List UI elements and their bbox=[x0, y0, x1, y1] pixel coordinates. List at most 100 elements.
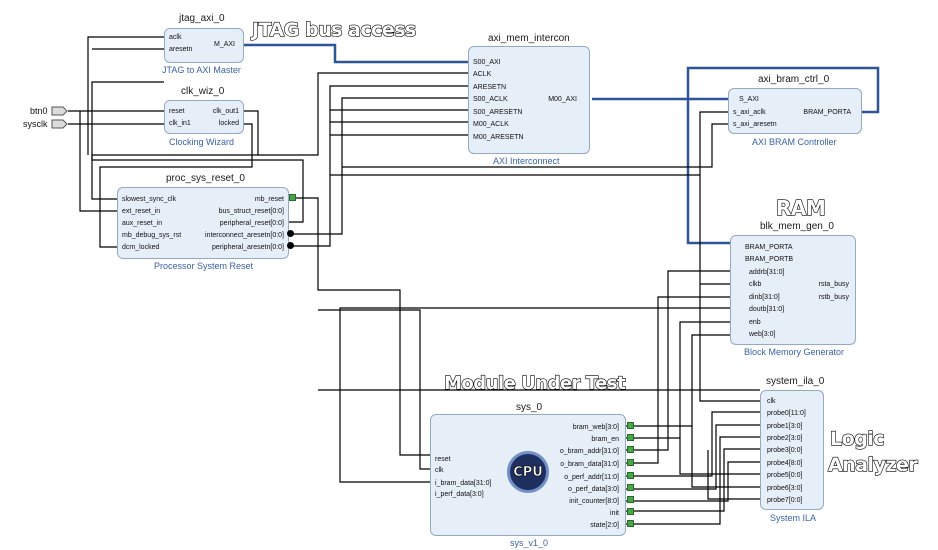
intercon-port-s00-aclk[interactable]: S00_ACLK bbox=[473, 96, 508, 103]
bram-ctrl-port-s-axi-aclk[interactable]: s_axi_aclk bbox=[733, 109, 766, 116]
sys-port-state[interactable]: state[2:0] bbox=[590, 522, 619, 529]
axi-mem-intercon-title: axi_mem_intercon bbox=[488, 33, 570, 44]
output-marker-icon bbox=[627, 496, 634, 503]
sys-port-i-bram-data[interactable]: i_bram_data[31:0] bbox=[435, 480, 492, 487]
intercon-port-m00-axi[interactable]: M00_AXI bbox=[548, 96, 577, 103]
ila-port-probe6[interactable]: probe6[3:0] bbox=[767, 485, 803, 492]
wire-probe6 bbox=[691, 426, 760, 488]
intercon-port-aclk[interactable]: ACLK bbox=[473, 71, 492, 78]
psr-port-interconnect-aresetn[interactable]: interconnect_aresetn[0:0] bbox=[205, 232, 284, 239]
output-marker-icon bbox=[627, 508, 634, 515]
sys-port-o-perf-data[interactable]: o_perf_data[3:0] bbox=[568, 486, 619, 493]
axi-mem-intercon-block[interactable]: S00_AXI ACLK ARESETN S00_ACLK S00_ARESET… bbox=[468, 46, 590, 154]
blk-mem-port-clkb[interactable]: clkb bbox=[749, 281, 762, 288]
jtag-axi-title: jtag_axi_0 bbox=[179, 13, 225, 24]
wire-clk-out1-intercon bbox=[258, 72, 468, 156]
axi-mem-intercon-subtitle: AXI Interconnect bbox=[493, 156, 560, 166]
intercon-port-aresetn[interactable]: ARESETN bbox=[473, 84, 507, 91]
wire-clk-out1-jtag bbox=[87, 36, 164, 155]
axi-bram-ctrl-title: axi_bram_ctrl_0 bbox=[758, 74, 830, 85]
sys-port-o-perf-addr[interactable]: o_perf_addr[11:0] bbox=[564, 474, 619, 481]
ext-port-sysclk[interactable]: sysclk bbox=[23, 119, 48, 129]
psr-port-aux-reset-in[interactable]: aux_reset_in bbox=[122, 220, 163, 227]
blk-mem-gen-block[interactable]: BRAM_PORTA BRAM_PORTB addrb[31:0] clkb d… bbox=[730, 235, 856, 345]
clk-wiz-port-clk-in1[interactable]: clk_in1 bbox=[169, 120, 191, 127]
axi-bram-ctrl-block[interactable]: S_AXI s_axi_aclk s_axi_aresetn BRAM_PORT… bbox=[728, 88, 862, 134]
jtag-axi-port-aclk[interactable]: aclk bbox=[169, 34, 182, 41]
psr-port-dcm-locked[interactable]: dcm_locked bbox=[122, 244, 160, 251]
psr-port-bus-struct-reset[interactable]: bus_struct_reset[0:0] bbox=[218, 208, 284, 215]
psr-port-mb-reset[interactable]: mb_reset bbox=[254, 196, 284, 203]
blk-mem-gen-subtitle: Block Memory Generator bbox=[744, 347, 845, 357]
sys-port-bram-web[interactable]: bram_web[3:0] bbox=[572, 424, 619, 431]
bram-ctrl-port-s-axi[interactable]: S_AXI bbox=[739, 96, 759, 103]
ila-port-probe3[interactable]: probe3[0:0] bbox=[767, 447, 803, 454]
ila-port-probe2[interactable]: probe2[3:0] bbox=[767, 435, 803, 442]
sys-port-clk[interactable]: clk bbox=[435, 467, 444, 474]
sys-port-init-counter[interactable]: init_counter[8:0] bbox=[569, 498, 619, 505]
bus-jtag-to-intercon bbox=[244, 43, 468, 64]
sys-port-o-bram-data[interactable]: o_bram_data[31:0] bbox=[560, 461, 619, 468]
psr-port-peripheral-aresetn[interactable]: peripheral_aresetn[0:0] bbox=[212, 244, 284, 251]
blk-mem-port-bram-portb[interactable]: BRAM_PORTB bbox=[745, 256, 794, 263]
intercon-port-s00-axi[interactable]: S00_AXI bbox=[473, 59, 501, 66]
clk-wiz-block[interactable]: reset clk_in1 clk_out1 locked bbox=[164, 100, 244, 134]
wire-aresetn-to-bram-ctrl bbox=[342, 123, 728, 168]
ila-port-probe5[interactable]: probe5[0:0] bbox=[767, 472, 803, 479]
wire-probe2 bbox=[626, 436, 760, 525]
bus-bram-ctrl-to-blk-mem bbox=[686, 66, 880, 245]
intercon-port-s00-aresetn[interactable]: S00_ARESETN bbox=[473, 109, 523, 116]
bram-ctrl-port-s-axi-aresetn[interactable]: s_axi_aresetn bbox=[733, 121, 777, 128]
wire-probe1 bbox=[626, 424, 760, 490]
wire-clk-out1-aclk bbox=[91, 110, 259, 200]
wire-probe7 bbox=[707, 450, 760, 500]
ila-port-probe7[interactable]: probe7[0:0] bbox=[767, 497, 803, 504]
psr-port-mb-debug-sys-rst[interactable]: mb_debug_sys_rst bbox=[122, 232, 182, 239]
jtag-axi-port-m-axi[interactable]: M_AXI bbox=[213, 41, 235, 48]
bram-ctrl-port-bram-porta[interactable]: BRAM_PORTA bbox=[803, 109, 851, 116]
clk-wiz-port-clk-out1[interactable]: clk_out1 bbox=[212, 108, 239, 115]
ila-port-probe1[interactable]: probe1[3:0] bbox=[767, 423, 803, 430]
intercon-port-m00-aclk[interactable]: M00_ACLK bbox=[473, 121, 509, 128]
psr-port-slowest-sync-clk[interactable]: slowest_sync_clk bbox=[122, 196, 177, 203]
wire-web bbox=[626, 334, 740, 427]
sys-title: sys_0 bbox=[516, 402, 543, 413]
jtag-axi-block[interactable]: aclk aresetn M_AXI bbox=[164, 28, 244, 63]
ext-port-btn0[interactable]: btn0 bbox=[30, 106, 48, 116]
blk-mem-port-web[interactable]: web[3:0] bbox=[749, 331, 776, 338]
jtag-axi-port-aresetn[interactable]: aresetn bbox=[169, 46, 193, 53]
wire-mb-reset-to-sys bbox=[289, 197, 430, 456]
clk-wiz-port-reset[interactable]: reset bbox=[169, 108, 185, 115]
wire-addrb bbox=[626, 270, 740, 451]
system-ila-block[interactable]: clk probe0[11:0] probe1[3:0] probe2[3:0]… bbox=[760, 390, 824, 510]
blk-mem-port-enb[interactable]: enb bbox=[749, 319, 761, 326]
port-shape-btn0 bbox=[51, 106, 68, 116]
ila-port-clk[interactable]: clk bbox=[767, 398, 776, 405]
sys-port-o-bram-addr[interactable]: o_bram_addr[31:0] bbox=[559, 448, 619, 455]
wire-probe0 bbox=[626, 411, 760, 477]
proc-sys-reset-block[interactable]: slowest_sync_clk ext_reset_in aux_reset_… bbox=[117, 187, 289, 259]
blk-mem-port-bram-porta[interactable]: BRAM_PORTA bbox=[745, 244, 793, 251]
sys-port-reset[interactable]: reset bbox=[435, 456, 451, 463]
blk-mem-port-addrb[interactable]: addrb[31:0] bbox=[749, 269, 785, 276]
annotation-logic: Logic bbox=[829, 427, 885, 450]
blk-mem-port-rsta-busy[interactable]: rsta_busy bbox=[818, 281, 849, 288]
wire-dinb bbox=[626, 296, 740, 464]
system-ila-subtitle: System ILA bbox=[770, 513, 817, 523]
ila-port-probe0[interactable]: probe0[11:0] bbox=[767, 410, 806, 417]
ila-port-probe4[interactable]: probe4[8:0] bbox=[767, 460, 803, 467]
wire-clk-to-ila bbox=[318, 175, 760, 402]
sys-port-init[interactable]: init bbox=[610, 510, 619, 517]
proc-sys-reset-subtitle: Processor System Reset bbox=[154, 261, 254, 271]
clk-wiz-port-locked[interactable]: locked bbox=[218, 120, 239, 127]
sys-port-bram-en[interactable]: bram_en bbox=[591, 436, 619, 443]
psr-port-peripheral-reset[interactable]: peripheral_reset[0:0] bbox=[219, 220, 284, 227]
intercon-port-m00-aresetn[interactable]: M00_ARESETN bbox=[473, 134, 524, 141]
blk-mem-port-dinb[interactable]: dinb[31:0] bbox=[749, 294, 780, 301]
axi-bram-ctrl-subtitle: AXI BRAM Controller bbox=[752, 137, 837, 147]
psr-port-ext-reset-in[interactable]: ext_reset_in bbox=[122, 208, 161, 215]
blk-mem-port-rstb-busy[interactable]: rstb_busy bbox=[818, 294, 849, 301]
blk-mem-port-doutb[interactable]: doutb[31:0] bbox=[749, 306, 785, 313]
sys-port-i-perf-data[interactable]: i_perf_data[3:0] bbox=[435, 491, 484, 498]
